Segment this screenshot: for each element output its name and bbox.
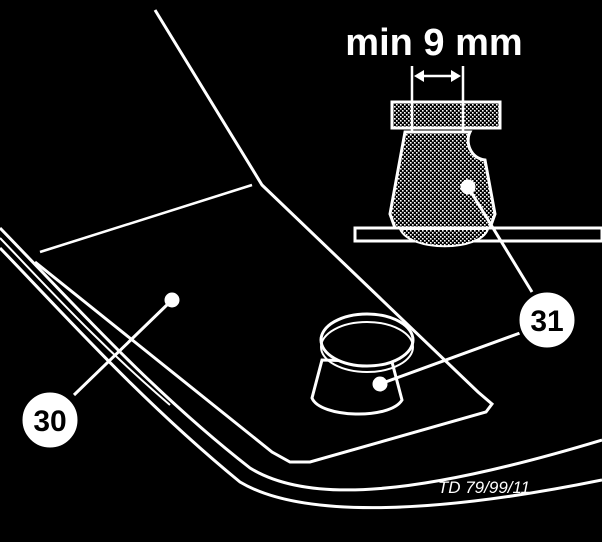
leader-dot-30 (164, 292, 180, 308)
buffer-cross-section (353, 100, 602, 248)
callout-31-number: 31 (530, 305, 563, 338)
reference-code: TD 79/99/11 (438, 478, 530, 497)
dimension-indicator (410, 66, 465, 132)
leader-dot-31-detail (460, 179, 476, 195)
leader-lines (72, 179, 534, 397)
callout-31: 31 (516, 289, 578, 351)
blade-plate (34, 9, 495, 464)
callout-30: 30 (19, 389, 81, 451)
buffer-on-plate (310, 312, 415, 416)
leader-dot-31-plate (372, 376, 388, 392)
dimension-label: min 9 mm (345, 22, 522, 64)
callout-30-number: 30 (33, 405, 66, 438)
housing-outline (0, 226, 602, 510)
